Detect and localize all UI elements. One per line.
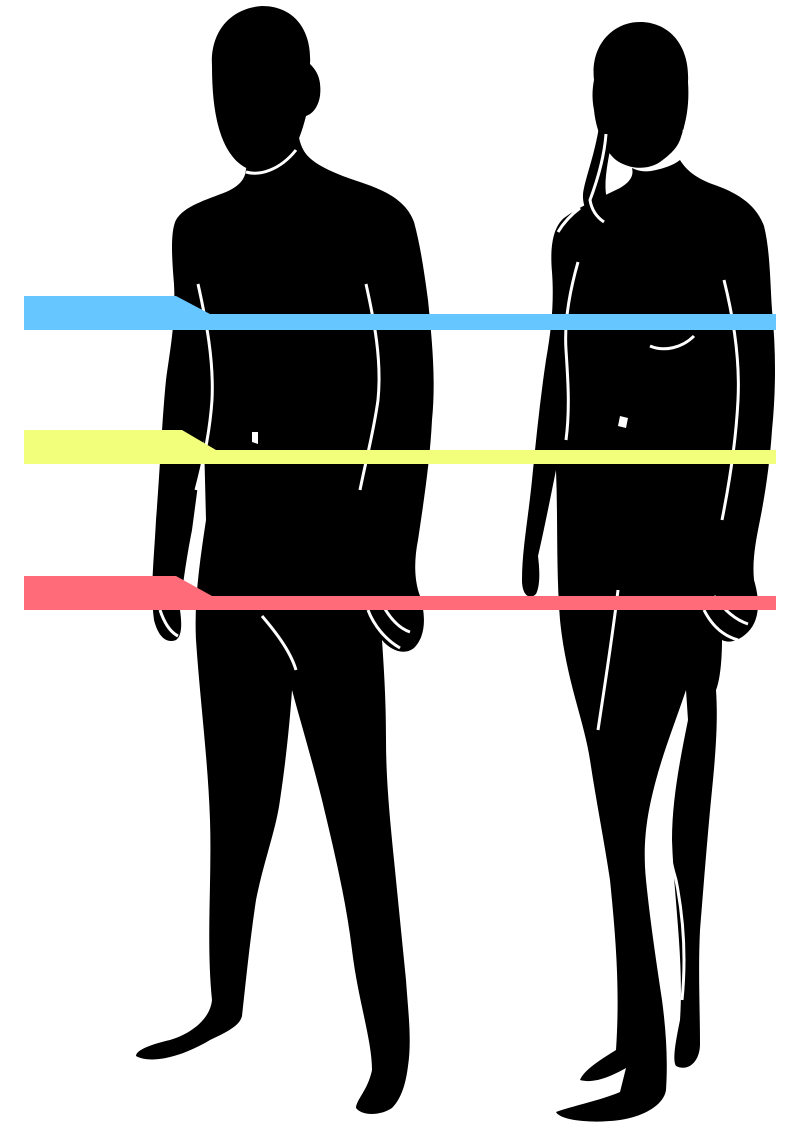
male-silhouette	[136, 6, 434, 1114]
male-body	[136, 126, 434, 1114]
female-silhouette	[522, 22, 775, 1122]
female-left-hand-highlight	[540, 560, 556, 590]
male-navel	[252, 432, 258, 444]
male-head	[212, 6, 321, 171]
